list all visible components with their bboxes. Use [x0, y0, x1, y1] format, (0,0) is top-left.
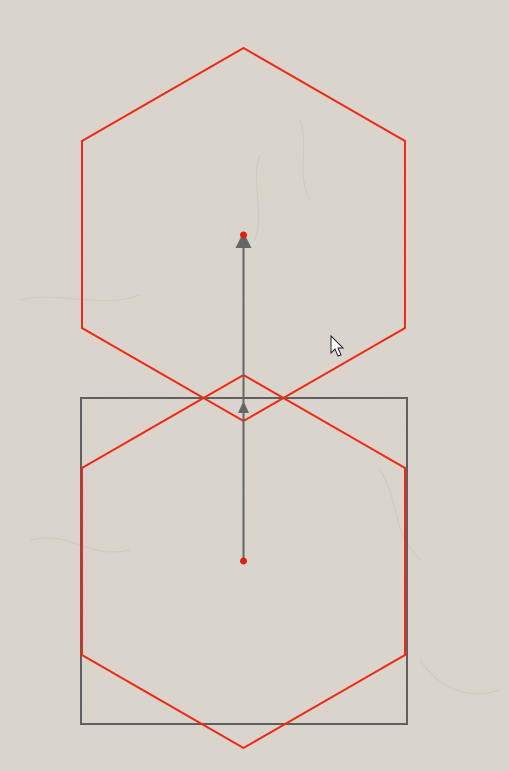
top-center-dot[interactable] — [240, 231, 247, 239]
crease-line — [19, 294, 141, 302]
crease-line — [379, 469, 421, 561]
bottom-center-dot[interactable] — [240, 557, 247, 565]
paper-creases — [19, 119, 501, 695]
bottom-hexagon[interactable] — [81, 373, 406, 750]
arrow-pointer-icon — [330, 334, 345, 357]
crease-line — [419, 659, 501, 695]
crease-line — [254, 154, 261, 241]
crease-line — [299, 119, 311, 201]
mid-arrowhead — [238, 401, 249, 413]
